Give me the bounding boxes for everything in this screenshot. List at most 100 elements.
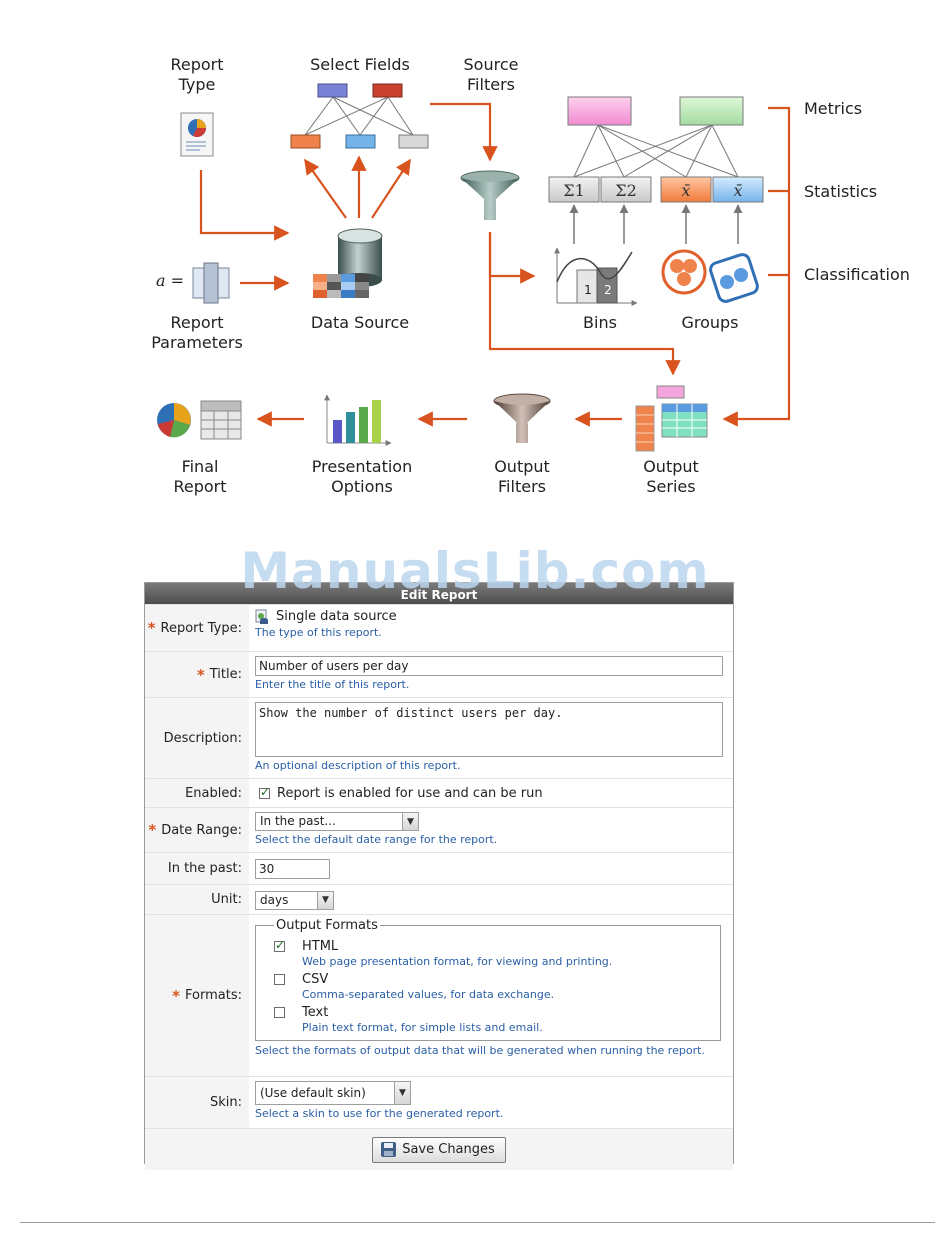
- sum2-label: Σ2: [615, 181, 637, 200]
- title-input[interactable]: Number of users per day: [255, 656, 723, 676]
- report-type-label: *Report Type:: [145, 605, 249, 651]
- skin-value-cell: (Use default skin) ▼ Select a skin to us…: [249, 1077, 733, 1128]
- enabled-label: Enabled:: [145, 779, 249, 807]
- in-the-past-input[interactable]: 30: [255, 859, 330, 879]
- edit-report-panel: Edit Report *Report Type: Single data so…: [144, 582, 734, 1170]
- unit-value-cell: days ▼: [249, 885, 733, 914]
- description-textarea[interactable]: Show the number of distinct users per da…: [255, 702, 723, 757]
- report-workflow-diagram: Σ1 Σ2 x̄ x̄ 1 2: [0, 0, 950, 520]
- form-footer: Save Changes: [145, 1128, 733, 1170]
- date-range-selected: In the past...: [260, 814, 336, 828]
- report-type-value: Single data source: [276, 609, 397, 624]
- row-report-type: *Report Type: Single data source The typ…: [145, 604, 733, 651]
- skin-label: Skin:: [145, 1077, 249, 1128]
- skin-selected: (Use default skin): [260, 1086, 366, 1100]
- floppy-disk-icon: [381, 1142, 397, 1157]
- required-marker: *: [196, 665, 205, 684]
- label-groups: Groups: [681, 313, 739, 332]
- data-source-icon: [255, 609, 269, 624]
- row-enabled: Enabled: Report is enabled for use and c…: [145, 778, 733, 807]
- chevron-down-icon[interactable]: ▼: [394, 1082, 410, 1104]
- enabled-text: Report is enabled for use and can be run: [277, 785, 543, 801]
- format-html-checkbox[interactable]: [274, 938, 285, 952]
- label-classification: Classification: [804, 265, 910, 284]
- format-csv-checkbox[interactable]: [274, 974, 285, 985]
- format-html-name: HTML: [302, 939, 339, 954]
- label-select-fields: Select Fields: [310, 55, 410, 74]
- skin-hint: Select a skin to use for the generated r…: [255, 1107, 504, 1120]
- data-source-icon: [313, 228, 383, 298]
- date-range-value-cell: In the past... ▼ Select the default date…: [249, 808, 733, 852]
- format-html-desc: Web page presentation format, for viewin…: [302, 955, 613, 968]
- format-text-desc: Plain text format, for simple lists and …: [302, 1021, 543, 1034]
- required-marker: *: [172, 986, 181, 1005]
- date-range-hint: Select the default date range for the re…: [255, 833, 498, 846]
- groups-icon: [661, 249, 759, 303]
- report-type-icon: [180, 112, 214, 157]
- statistics-icon: Σ1 Σ2 x̄ x̄: [548, 176, 764, 244]
- format-item-text: Text Plain text format, for simple lists…: [274, 1005, 710, 1034]
- source-filter-funnel-icon: [460, 170, 520, 220]
- label-bins: Bins: [583, 313, 617, 332]
- in-the-past-value-cell: 30: [249, 853, 733, 884]
- enabled-value-cell: Report is enabled for use and can be run: [249, 779, 733, 807]
- report-parameters-icon: a =: [156, 262, 230, 304]
- date-range-label: *Date Range:: [145, 808, 249, 852]
- row-skin: Skin: (Use default skin) ▼ Select a skin…: [145, 1076, 733, 1128]
- label-statistics: Statistics: [804, 182, 878, 201]
- format-text-name: Text: [302, 1005, 329, 1020]
- title-hint: Enter the title of this report.: [255, 678, 410, 691]
- output-filter-funnel-icon: [493, 393, 551, 443]
- presentation-options-icon: [324, 394, 392, 446]
- formats-value-cell: Output Formats HTML Web page presentatio…: [249, 915, 733, 1076]
- diagram-canvas: Σ1 Σ2 x̄ x̄ 1 2: [156, 83, 791, 452]
- formats-label: *Formats:: [145, 915, 249, 1076]
- format-csv-desc: Comma-separated values, for data exchang…: [302, 988, 555, 1001]
- metrics-icon: [567, 96, 744, 178]
- output-formats-fieldset: Output Formats HTML Web page presentatio…: [255, 918, 721, 1041]
- enabled-checkbox[interactable]: [259, 785, 270, 799]
- title-value-cell: Number of users per day Enter the title …: [249, 652, 733, 697]
- format-item-csv: CSV Comma-separated values, for data exc…: [274, 972, 710, 1001]
- skin-select[interactable]: (Use default skin) ▼: [255, 1081, 411, 1105]
- bins-icon: 1 2: [554, 247, 638, 306]
- mean-label-2: x̄: [733, 181, 742, 200]
- date-range-select[interactable]: In the past... ▼: [255, 812, 419, 831]
- chevron-down-icon[interactable]: ▼: [317, 891, 333, 909]
- row-title: *Title: Number of users per day Enter th…: [145, 651, 733, 697]
- format-csv-name: CSV: [302, 972, 329, 987]
- format-text-checkbox[interactable]: [274, 1007, 285, 1018]
- row-description: Description: Show the number of distinct…: [145, 697, 733, 778]
- output-series-icon: [635, 385, 708, 452]
- output-formats-legend: Output Formats: [276, 918, 378, 933]
- flow-arrows: [199, 102, 791, 427]
- sum1-label: Σ1: [563, 181, 585, 200]
- bin2-label: 2: [604, 283, 612, 297]
- format-item-html: HTML Web page presentation format, for v…: [274, 938, 710, 968]
- mean-label-1: x̄: [681, 181, 690, 200]
- label-data-source: Data Source: [310, 313, 410, 332]
- unit-selected: days: [260, 892, 289, 907]
- save-changes-button[interactable]: Save Changes: [372, 1136, 506, 1163]
- final-report-icon: [157, 400, 242, 440]
- param-symbol: a =: [156, 271, 184, 290]
- chevron-down-icon[interactable]: ▼: [402, 813, 418, 830]
- unit-select[interactable]: days ▼: [255, 890, 334, 910]
- row-unit: Unit: days ▼: [145, 884, 733, 914]
- formats-hint: Select the formats of output data that w…: [255, 1044, 705, 1057]
- page-footer-rule: [20, 1222, 935, 1223]
- required-marker: *: [147, 619, 156, 637]
- label-metrics: Metrics: [804, 99, 863, 118]
- select-fields-icon: [290, 83, 429, 149]
- panel-title: Edit Report: [145, 583, 733, 604]
- row-in-the-past: In the past: 30: [145, 852, 733, 884]
- description-label: Description:: [145, 698, 249, 778]
- row-formats: *Formats: Output Formats HTML Web page p…: [145, 914, 733, 1076]
- title-label: *Title:: [145, 652, 249, 697]
